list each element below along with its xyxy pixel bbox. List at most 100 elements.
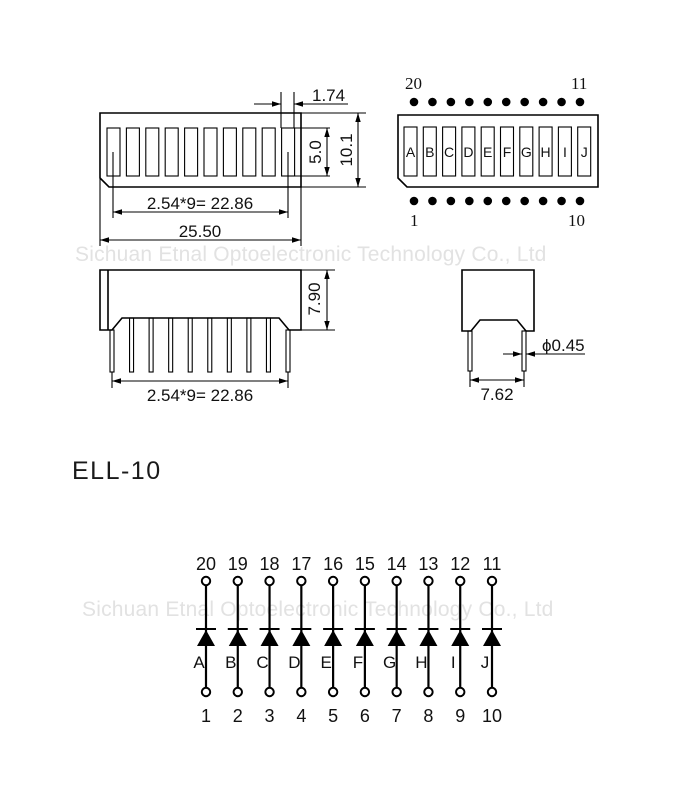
pinout-segment: [480, 126, 495, 177]
side-height-label: 7.90: [305, 282, 324, 315]
segment-letter: D: [288, 653, 300, 672]
anode-pin-number: 6: [360, 706, 370, 726]
pin-label-10: 10: [568, 211, 585, 230]
top-view-segment: [222, 127, 237, 177]
anode-terminal: [296, 686, 307, 698]
pinout-segment: [461, 126, 476, 177]
side-view: 7.90 2.54*9= 22.86: [99, 269, 335, 405]
top-view-segments: [106, 127, 296, 177]
pinout-segment-letter: I: [563, 144, 567, 160]
cathode-pin-number: 16: [323, 554, 343, 574]
cathode-terminal: [455, 575, 466, 587]
segment-letter: C: [256, 653, 268, 672]
diode-arrow-icon: [355, 630, 374, 646]
diode-arrow-icon: [228, 630, 247, 646]
schematic-led-column: 12I 9: [450, 554, 470, 726]
pin-label-1: 1: [410, 211, 419, 230]
pinout-segment: [519, 126, 534, 177]
pinout-segment-letter: F: [503, 144, 512, 160]
cathode-pin-number: 18: [260, 554, 280, 574]
cathode-terminal: [264, 575, 275, 587]
side-view-pin: [226, 317, 232, 373]
cathode-pin-number: 19: [228, 554, 248, 574]
top-view-segment: [184, 127, 199, 177]
pin-dot-top: [575, 97, 585, 107]
segment-letter: G: [383, 653, 396, 672]
cathode-pin-number: 12: [450, 554, 470, 574]
top-view-segment: [261, 127, 276, 177]
pinout-segment-letter: E: [483, 144, 492, 160]
pinout-view-body: [397, 114, 599, 188]
segment-letter: B: [225, 653, 236, 672]
body-height-label: 10.1: [337, 133, 356, 166]
pin-dot-top: [409, 97, 419, 107]
pin-dot-top: [520, 97, 529, 107]
anode-terminal: [486, 686, 498, 698]
side-pitch-label: 2.54*9= 22.86: [147, 386, 253, 405]
pin-dot-bottom: [409, 196, 419, 206]
end-view-body: [461, 269, 535, 332]
diode-arrow-icon: [419, 630, 438, 646]
diode-arrow-icon: [483, 630, 501, 646]
cathode-pin-number: 11: [483, 554, 502, 574]
pin-dot-top: [446, 97, 456, 107]
end-view-pin-right: [521, 330, 527, 372]
cathode-pin-number: 13: [418, 554, 438, 574]
cathode-terminal: [327, 575, 339, 587]
pin-dot-bottom: [465, 196, 474, 206]
side-view-pin: [109, 329, 115, 373]
top-view: 2.54*9= 22.86 25.50 1.74 5.0 10.1: [99, 86, 366, 246]
top-view-segment: [125, 127, 140, 177]
pin-label-20: 20: [405, 74, 422, 93]
pinout-segment-letter: G: [521, 144, 532, 160]
diode-arrow-icon: [387, 630, 406, 646]
cathode-terminal: [391, 575, 402, 587]
pin-dot-top: [501, 97, 511, 107]
diode-arrow-icon: [260, 630, 279, 646]
anode-terminal: [327, 686, 339, 698]
top-view-segment: [203, 127, 218, 177]
end-view: 7.62 ϕ0.45: [461, 269, 585, 404]
diode-arrow-icon: [451, 630, 470, 646]
anode-terminal: [232, 686, 243, 698]
segment-letter: I: [451, 653, 456, 672]
pin-dot-bottom: [501, 196, 511, 206]
side-view-pin: [246, 317, 252, 373]
top-view-segment: [164, 127, 179, 177]
side-view-pin: [265, 317, 271, 373]
pin-dot-bottom: [538, 196, 548, 206]
pin-dot-bottom: [483, 196, 493, 206]
pinout-segment: [442, 126, 457, 177]
side-view-pin: [285, 329, 291, 373]
anode-pin-number: 9: [455, 706, 465, 726]
anode-terminal: [423, 686, 434, 698]
cathode-pin-number: 15: [355, 554, 375, 574]
pinout-segment-letter: D: [463, 144, 473, 160]
pinout-segment-letter: H: [541, 144, 551, 160]
cathode-terminal: [200, 575, 212, 587]
pin-dot-bottom: [446, 196, 456, 206]
diode-arrow-icon: [324, 630, 343, 646]
side-view-pin: [129, 317, 135, 373]
diode-arrow-icon: [197, 630, 215, 646]
segment-height-label: 5.0: [306, 140, 325, 164]
pinout-segment-letter: J: [581, 144, 588, 160]
pin-dot-bottom: [575, 196, 585, 206]
pinout-segment: [422, 126, 437, 177]
cathode-terminal: [486, 575, 498, 587]
cathode-terminal: [296, 575, 307, 587]
pin-label-11: 11: [571, 74, 587, 93]
pinout-segment: [557, 126, 572, 177]
pin-dot-top: [465, 97, 474, 107]
pin-dot-top: [428, 97, 437, 107]
anode-pin-number: 7: [392, 706, 402, 726]
